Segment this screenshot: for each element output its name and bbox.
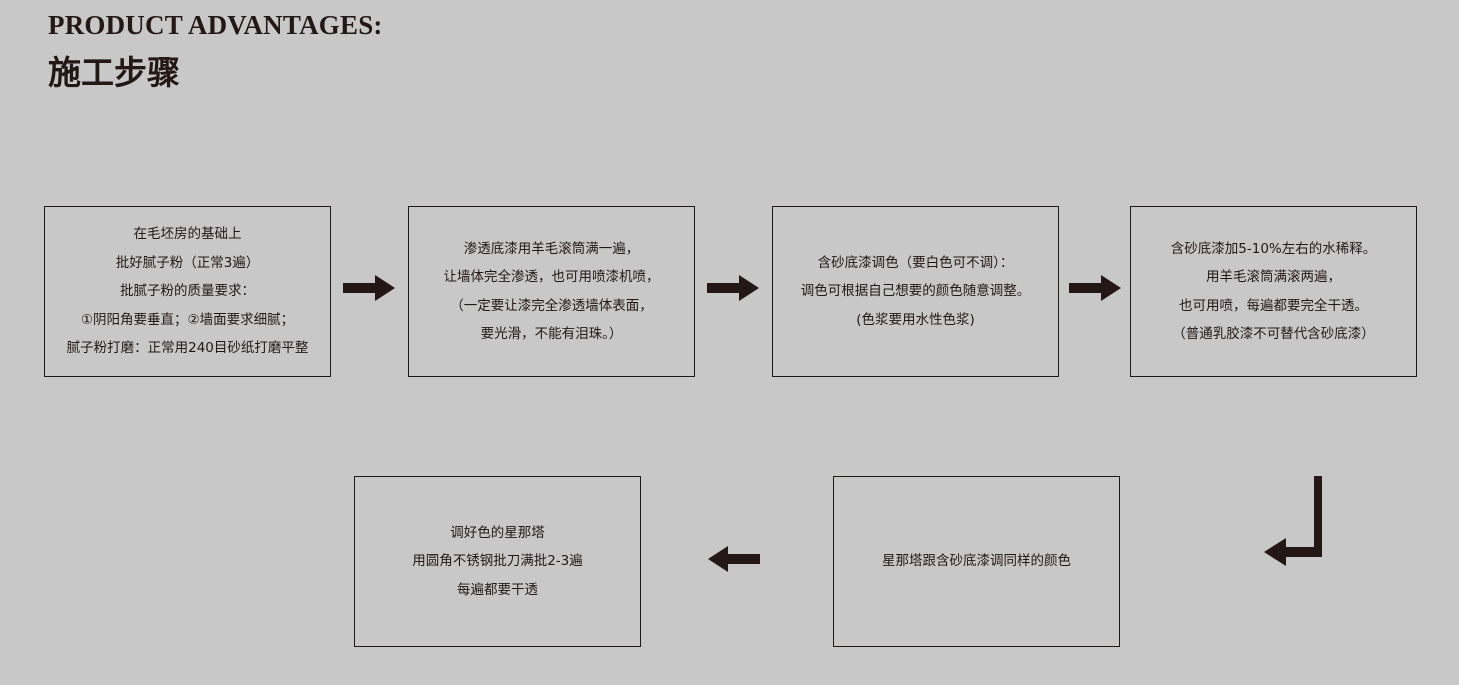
step-box-4: 含砂底漆加5-10%左右的水稀释。 用羊毛滚筒满滚两遍， 也可用喷，每遍都要完全… <box>1130 206 1417 377</box>
step-4-line-3: 也可用喷，每遍都要完全干透。 <box>1179 297 1368 314</box>
arrow-right-icon-2 <box>707 275 759 301</box>
arrow-turn-down-left-icon <box>1264 476 1322 566</box>
step-3-line-3: (色浆要用水性色浆) <box>856 311 975 328</box>
arrow-right-icon-3 <box>1069 275 1121 301</box>
step-6-line-2: 用圆角不锈钢批刀满批2-3遍 <box>412 553 583 570</box>
header-title-cn: 施工步骤 <box>48 53 180 92</box>
step-6-line-3: 每遍都要干透 <box>457 581 538 598</box>
step-1-line-3: 批腻子粉的质量要求： <box>120 283 255 300</box>
header-title-en: PRODUCT ADVANTAGES: <box>48 10 383 40</box>
step-text-2: 渗透底漆用羊毛滚筒满一遍， 让墙体完全渗透，也可用喷漆机喷， （一定要让漆完全渗… <box>444 235 660 349</box>
step-box-3: 含砂底漆调色（要白色可不调）： 调色可根据自己想要的颜色随意调整。 (色浆要用水… <box>772 206 1059 377</box>
step-box-6: 调好色的星那塔 用圆角不锈钢批刀满批2-3遍 每遍都要干透 <box>354 476 641 647</box>
step-text-6: 调好色的星那塔 用圆角不锈钢批刀满批2-3遍 每遍都要干透 <box>412 519 583 605</box>
step-4-line-1: 含砂底漆加5-10%左右的水稀释。 <box>1170 240 1377 257</box>
step-3-line-2: 调色可根据自己想要的颜色随意调整。 <box>800 283 1031 300</box>
step-2-line-2: 让墙体完全渗透，也可用喷漆机喷， <box>443 269 660 285</box>
step-box-1: 在毛坯房的基础上 批好腻子粉（正常3遍） 批腻子粉的质量要求： ①阴阳角要垂直；… <box>44 206 331 377</box>
step-1-line-2: 批好腻子粉（正常3遍） <box>115 254 260 271</box>
arrow-left-icon <box>708 546 760 572</box>
step-5-line-1: 星那塔跟含砂底漆调同样的颜色 <box>882 553 1071 570</box>
step-text-4: 含砂底漆加5-10%左右的水稀释。 用羊毛滚筒满滚两遍， 也可用喷，每遍都要完全… <box>1171 235 1376 349</box>
arrow-right-icon-1 <box>343 275 395 301</box>
step-3-line-1: 含砂底漆调色（要白色可不调）： <box>817 254 1014 271</box>
step-1-line-4: ①阴阳角要垂直；②墙面要求细腻； <box>80 311 295 328</box>
step-4-line-2: 用羊毛滚筒满滚两遍， <box>1206 269 1341 285</box>
step-2-line-3: （一定要让漆完全渗透墙体表面， <box>450 297 653 314</box>
step-1-line-5: 腻子粉打磨：正常用240目砂纸打磨平整 <box>66 340 309 357</box>
step-6-line-1: 调好色的星那塔 <box>450 524 545 541</box>
step-text-5: 星那塔跟含砂底漆调同样的颜色 <box>882 547 1071 576</box>
step-4-line-4: （普通乳胶漆不可替代含砂底漆） <box>1172 326 1375 342</box>
step-1-line-1: 在毛坯房的基础上 <box>133 226 242 243</box>
step-text-3: 含砂底漆调色（要白色可不调）： 调色可根据自己想要的颜色随意调整。 (色浆要用水… <box>801 249 1031 335</box>
step-box-5: 星那塔跟含砂底漆调同样的颜色 <box>833 476 1120 647</box>
step-text-1: 在毛坯房的基础上 批好腻子粉（正常3遍） 批腻子粉的质量要求： ①阴阳角要垂直；… <box>67 220 309 363</box>
step-2-line-1: 渗透底漆用羊毛滚筒满一遍， <box>463 240 640 257</box>
step-2-line-4: 要光滑，不能有泪珠。） <box>480 326 623 342</box>
step-box-2: 渗透底漆用羊毛滚筒满一遍， 让墙体完全渗透，也可用喷漆机喷， （一定要让漆完全渗… <box>408 206 695 377</box>
